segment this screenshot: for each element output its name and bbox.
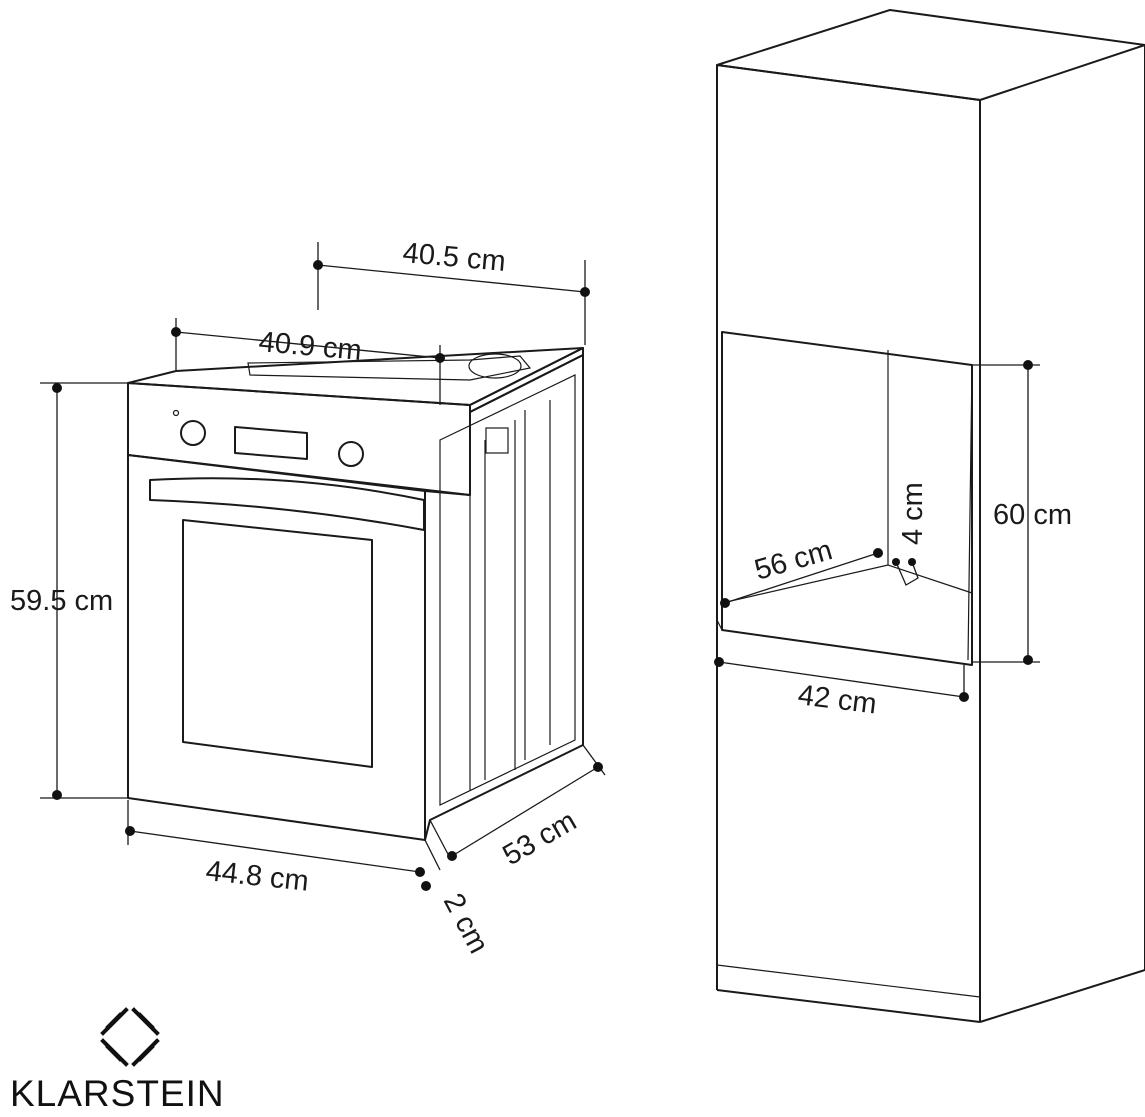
label-oven-depth: 53 cm (498, 805, 582, 872)
klarstein-logo-icon (100, 1007, 160, 1067)
label-niche-depth: 56 cm (751, 534, 836, 587)
label-oven-top-depth: 40.5 cm (401, 237, 507, 278)
cabinet-dimension-lines (714, 360, 1040, 702)
oven-dimension-lines (40, 242, 606, 891)
label-panel-thickness: 2 cm (437, 888, 495, 959)
door-window (182, 519, 373, 768)
oven-illustration (127, 347, 584, 841)
brand-name: KLARSTEIN (10, 1073, 225, 1112)
label-niche-width: 42 cm (796, 679, 878, 720)
display-window (234, 426, 308, 460)
left-knob (180, 420, 206, 446)
label-oven-width: 44.8 cm (204, 855, 310, 898)
label-niche-height: 60 cm (993, 499, 1072, 531)
right-knob (338, 441, 364, 467)
label-oven-top-width: 40.9 cm (257, 326, 363, 367)
label-vent-gap: 4 cm (897, 482, 929, 545)
cabinet-illustration (716, 9, 1145, 1023)
label-oven-height: 59.5 cm (10, 585, 113, 617)
